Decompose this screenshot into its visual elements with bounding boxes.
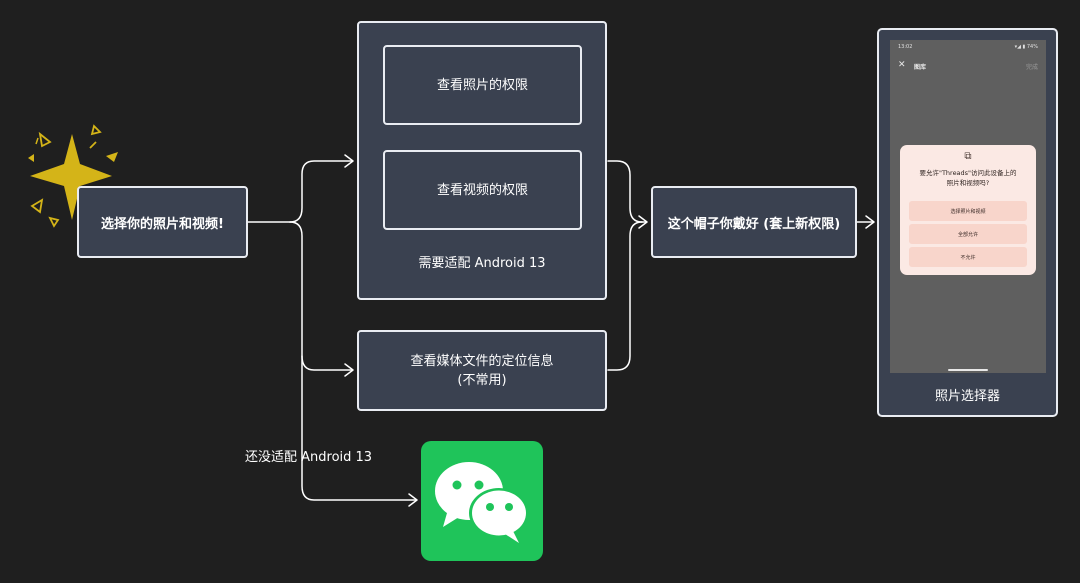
done-button[interactable]: 完成 — [1025, 64, 1038, 71]
arrow-right-icon — [344, 363, 354, 377]
arrow-right-icon — [865, 215, 875, 229]
edge-location-merge — [607, 221, 643, 371]
phone-screen: 13:02 ▾◢ ▮ 74% ✕ 图库 完成 ⧉ 要允许"Threads"访问此… — [890, 40, 1046, 373]
node-label-line2: (不常用) — [457, 372, 507, 388]
photo-picker-caption: 照片选择器 — [934, 389, 1000, 404]
node-new-permission: 这个帽子你戴好 (套上新权限) — [651, 186, 857, 258]
dialog-message: 要允许"Threads"访问此设备上的 照片和视频吗? — [906, 168, 1030, 188]
dialog-line1: 要允许"Threads"访问此设备上的 — [919, 169, 1017, 177]
app-title: 图库 — [914, 64, 927, 71]
node-photo-permission: 查看照片的权限 — [383, 45, 582, 125]
wechat-glyph — [435, 462, 529, 543]
node-label: 查看照片的权限 — [436, 77, 528, 93]
select-photos-button[interactable]: 选择照片和视频 — [909, 201, 1027, 221]
node-select-photos-videos: 选择你的照片和视频! — [77, 186, 248, 258]
edge-group-merge — [607, 160, 643, 223]
node-media-location: 查看媒体文件的定位信息 (不常用) — [357, 330, 607, 411]
dialog-line2: 照片和视频吗? — [946, 179, 990, 187]
sparkle-icon — [28, 124, 118, 228]
node-video-permission: 查看视频的权限 — [383, 150, 582, 230]
gallery-icon: ⧉ — [964, 151, 972, 162]
wechat-icon — [421, 441, 543, 561]
node-label: 这个帽子你戴好 (套上新权限) — [667, 216, 841, 232]
status-time: 13:02 — [898, 44, 913, 50]
edge-to-permissions-group — [289, 160, 353, 223]
node-label-line1: 查看媒体文件的定位信息 — [410, 353, 554, 369]
arrow-right-icon — [408, 493, 418, 507]
edge-to-media-location — [301, 355, 353, 371]
arrow-right-icon — [638, 215, 648, 229]
allow-all-button[interactable]: 全部允许 — [909, 224, 1027, 244]
edge-to-wechat — [289, 221, 417, 501]
deny-button[interactable]: 不允许 — [909, 247, 1027, 267]
close-icon[interactable]: ✕ — [898, 60, 906, 70]
home-indicator — [948, 369, 988, 371]
permission-dialog: ⧉ 要允许"Threads"访问此设备上的 照片和视频吗? 选择照片和视频 全部… — [900, 145, 1036, 275]
arrow-right-icon — [344, 154, 354, 168]
edge-label-not-adapted: 还没适配 Android 13 — [245, 450, 373, 465]
node-label: 选择你的照片和视频! — [101, 216, 224, 232]
status-battery: ▾◢ ▮ 74% — [1014, 44, 1038, 50]
node-label: 查看视频的权限 — [436, 182, 528, 198]
group-caption: 需要适配 Android 13 — [418, 256, 546, 271]
